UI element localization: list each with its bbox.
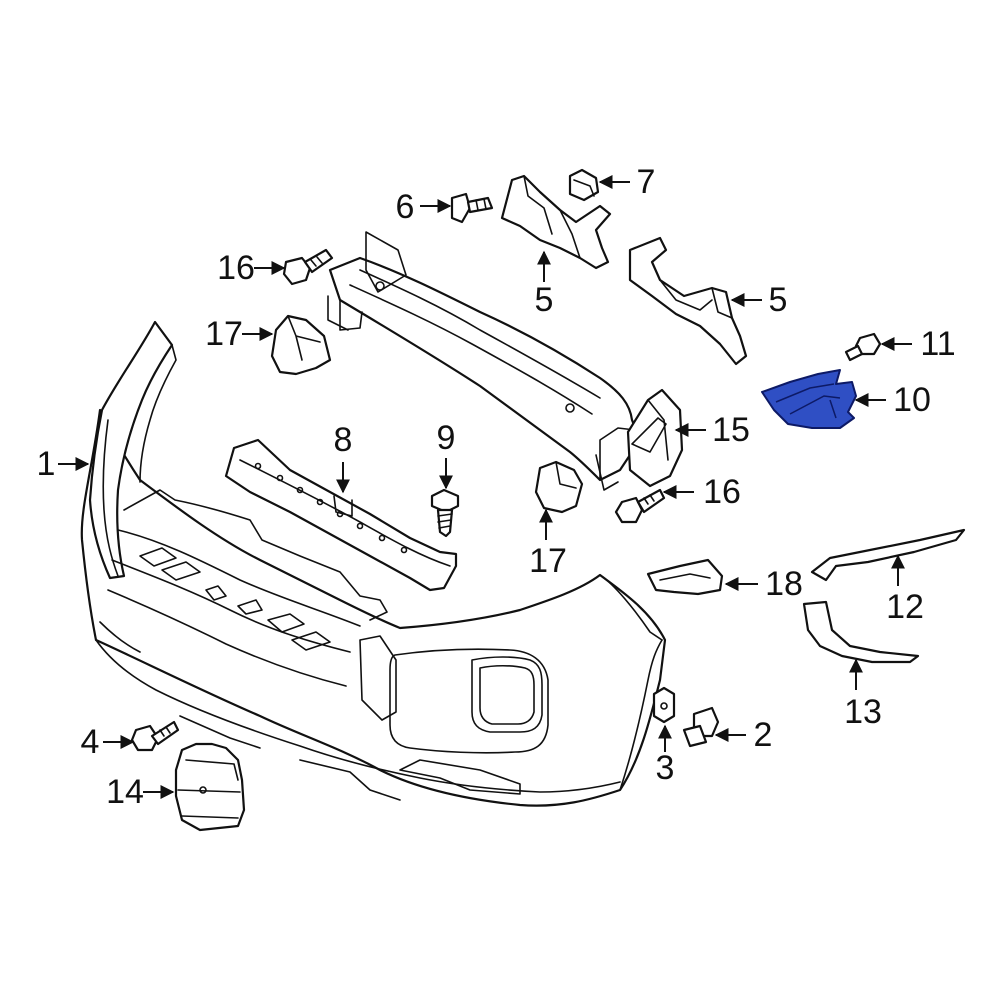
callout-3: 3 [656, 749, 675, 787]
callout-17-upper: 17 [205, 315, 243, 353]
nut-clip-3[interactable] [652, 686, 676, 724]
tow-hook-cover-14[interactable] [174, 742, 246, 832]
callout-leaders [58, 175, 912, 799]
bolt-11[interactable] [844, 332, 882, 362]
screw-9[interactable] [430, 488, 460, 538]
callout-8: 8 [334, 421, 353, 459]
bumper-reinforcement-beam[interactable] [327, 231, 684, 491]
bolt-4[interactable] [130, 720, 180, 752]
bracket-17-lower[interactable] [534, 460, 584, 514]
callout-17-lower: 17 [529, 542, 567, 580]
callout-1: 1 [37, 445, 56, 483]
trim-strip-13[interactable] [802, 600, 920, 664]
callout-6: 6 [396, 188, 415, 226]
callout-18: 18 [765, 565, 803, 603]
bracket-17-upper[interactable] [270, 314, 332, 376]
callout-16-lower: 16 [703, 473, 741, 511]
bracket-18[interactable] [646, 558, 724, 596]
bracket-5-left[interactable] [500, 174, 612, 270]
callout-9: 9 [437, 419, 456, 457]
callout-labels: 1 2 3 4 5 5 6 7 8 9 10 11 12 13 14 15 16… [37, 163, 956, 811]
callout-13: 13 [844, 693, 882, 731]
callout-14: 14 [106, 773, 144, 811]
bracket-5-right[interactable] [628, 236, 748, 366]
callout-11: 11 [920, 325, 955, 363]
callout-15: 15 [712, 411, 750, 449]
trim-strip-12[interactable] [810, 528, 966, 582]
support-bar-8[interactable] [224, 438, 458, 592]
callout-12: 12 [886, 588, 924, 626]
callout-5-right: 5 [769, 281, 788, 319]
callout-5-left: 5 [535, 281, 554, 319]
bumper-cover[interactable] [80, 320, 667, 807]
callout-16-upper: 16 [217, 249, 255, 287]
callout-10: 10 [893, 381, 931, 419]
bolt-16-upper[interactable] [282, 248, 334, 286]
callout-4: 4 [81, 723, 100, 761]
callout-2: 2 [754, 716, 773, 754]
clip-7[interactable] [568, 168, 600, 202]
callout-7: 7 [637, 163, 656, 201]
push-pin-2[interactable] [682, 706, 720, 748]
push-pin-6[interactable] [450, 192, 494, 224]
bolt-16-lower[interactable] [614, 488, 666, 524]
bracket-10-highlighted[interactable] [761, 369, 857, 429]
